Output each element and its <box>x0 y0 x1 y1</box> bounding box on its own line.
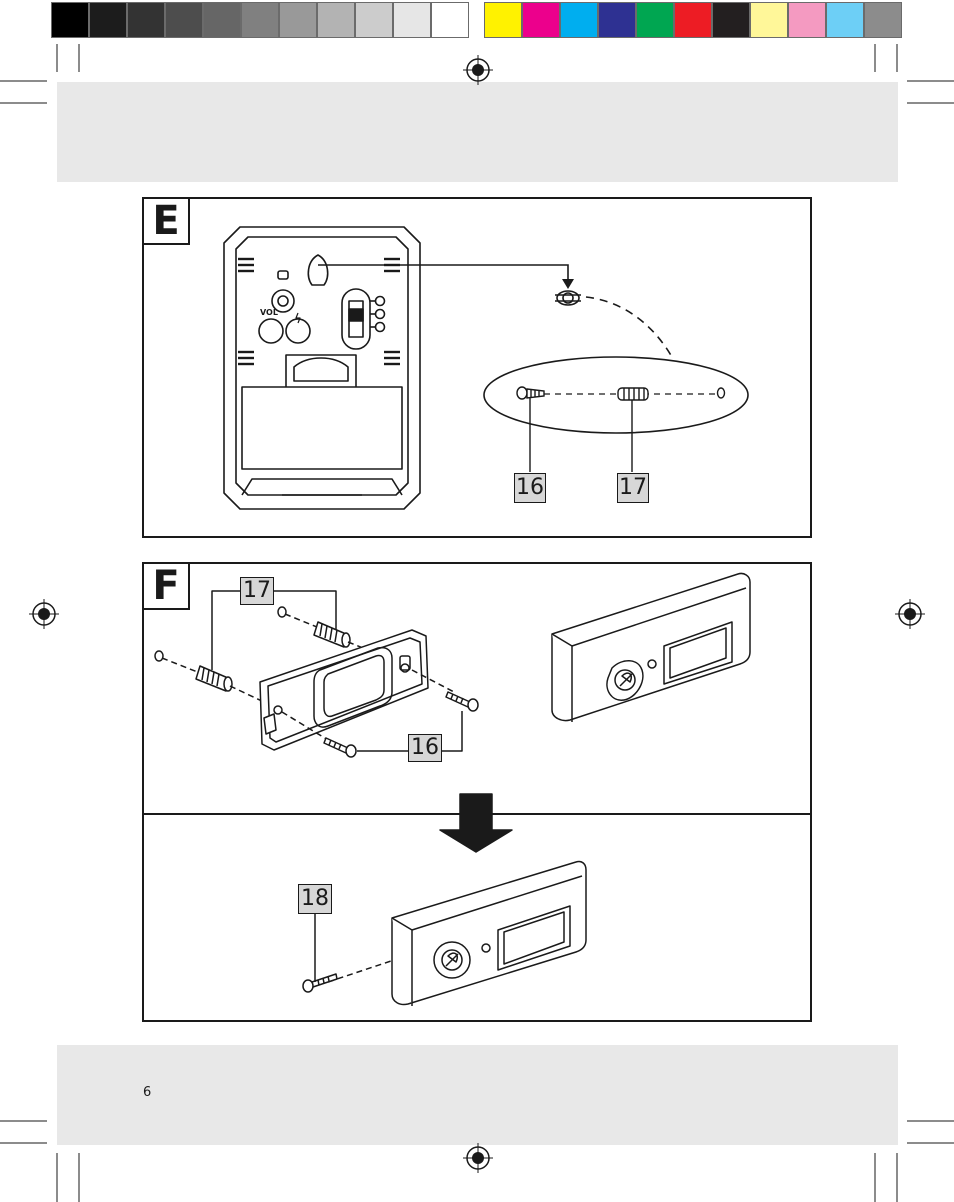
color-swatch <box>788 2 826 38</box>
gray-swatch <box>355 2 393 38</box>
volume-knob <box>259 319 283 343</box>
registration-mark-bottom <box>463 1143 493 1173</box>
gray-swatch <box>203 2 241 38</box>
drill-hole-left <box>155 651 163 661</box>
color-swatch <box>864 2 902 38</box>
screw-16-bottom <box>324 738 356 757</box>
dowel-17-left <box>196 666 232 691</box>
gray-swatch <box>89 2 127 38</box>
color-swatch <box>826 2 864 38</box>
color-swatch <box>674 2 712 38</box>
gray-swatch <box>431 2 469 38</box>
gray-swatch <box>279 2 317 38</box>
screw-18 <box>303 974 337 992</box>
mounting-plate <box>260 630 428 750</box>
callout-17-figure-e: 17 <box>617 473 649 503</box>
drill-hole-detail <box>718 388 725 398</box>
color-swatch <box>750 2 788 38</box>
color-swatch <box>598 2 636 38</box>
vent-slots-right <box>384 259 400 364</box>
fold-out-stand <box>286 355 356 387</box>
registration-mark-top <box>463 55 493 85</box>
battery-compartment <box>242 387 402 469</box>
keyhole-hanger <box>308 255 327 285</box>
step-arrow-down <box>440 794 512 852</box>
figure-f-drawing <box>142 562 812 1022</box>
receiver-back-housing <box>224 227 420 509</box>
page-number: 6 <box>143 1085 151 1100</box>
color-swatch <box>560 2 598 38</box>
callout-16-figure-f: 16 <box>408 734 442 762</box>
color-swatch <box>712 2 750 38</box>
color-swatch <box>522 2 560 38</box>
registration-mark-left <box>29 599 59 629</box>
callout-18-figure-f: 18 <box>298 884 332 914</box>
color-swatch <box>636 2 674 38</box>
dowel-17-top <box>314 622 350 647</box>
drill-hole-top <box>278 607 286 617</box>
callout-17-figure-f: 17 <box>240 577 274 605</box>
gray-swatch <box>393 2 431 38</box>
figure-e-drawing <box>142 197 812 538</box>
callout-16-figure-e: 16 <box>514 473 546 503</box>
dowel-17-detail <box>618 388 648 400</box>
gray-swatch <box>241 2 279 38</box>
color-swatch <box>484 2 522 38</box>
gray-swatch <box>127 2 165 38</box>
bell-push-mounted <box>392 861 586 1006</box>
screw-16-right <box>446 692 478 711</box>
mounted-dowel-on-wall <box>555 291 581 305</box>
bell-push-unit <box>552 573 750 722</box>
registration-mark-right <box>895 599 925 629</box>
vent-slots-left <box>238 259 254 364</box>
gray-swatch <box>51 2 89 38</box>
gray-swatch <box>165 2 203 38</box>
gray-swatch <box>317 2 355 38</box>
volume-label: VOL <box>260 308 278 317</box>
